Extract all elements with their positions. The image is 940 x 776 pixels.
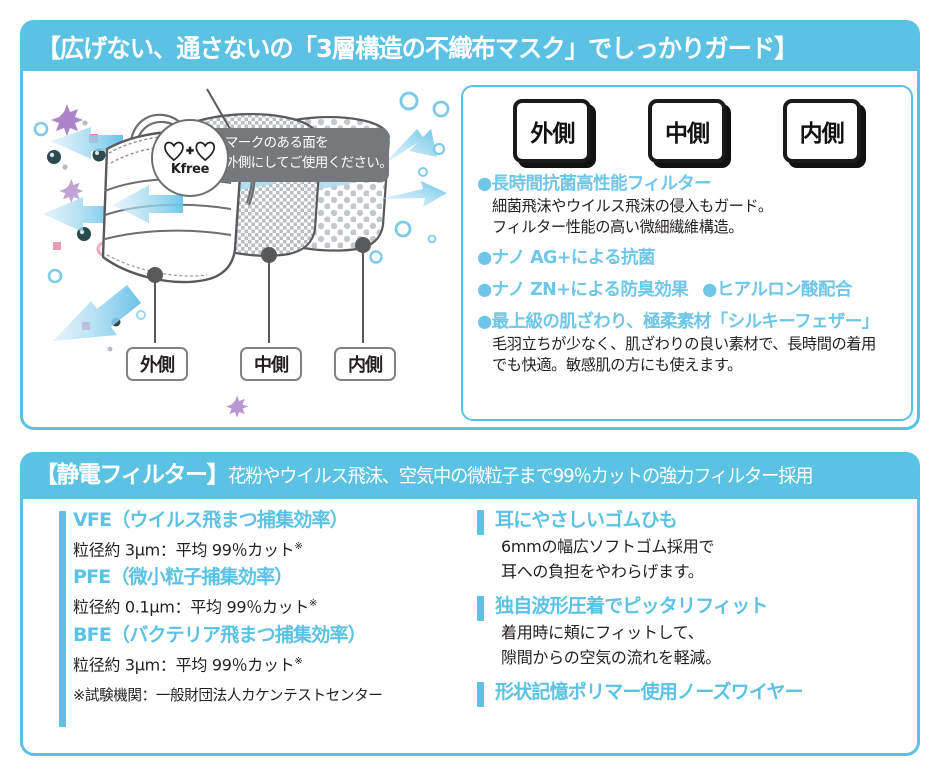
comfort-line: 着用時に頬にフィットして、 xyxy=(501,623,704,642)
comfort-item-nosewire: 形状記憶ポリマー使用ノーズワイヤー xyxy=(477,679,913,707)
feature-card: 外側 中側 内側 ●長時間抗菌高性能フィルター 細菌飛沫やウイルス飛沫の侵入もガ… xyxy=(461,85,913,421)
comfort-title: 独自波形圧着でピッタリフィット xyxy=(495,595,768,617)
feature-item-silky: ●最上級の肌ざわり、極柔素材「シルキーフェザー」 毛羽立ちが少なく、肌ざわりの良… xyxy=(477,311,907,376)
feature-item-ag: ●ナノ AG+による抗菌 xyxy=(477,247,907,270)
feature-title: ●最上級の肌ざわり、極柔素材「シルキーフェザー」 xyxy=(477,312,879,332)
outgoing-airflow-arrows xyxy=(379,129,447,207)
comfort-line: 隙間からの空気の流れを軽減。 xyxy=(501,648,721,667)
layer-chip-inner: 内側 xyxy=(782,99,861,163)
efficiency-spec-column: VFE（ウイルス飛まつ捕集効率） 粒径約 3μm：平均 99％カット※ PFE（… xyxy=(23,507,463,727)
spec-pfe: PFE（微小粒子捕集効率） 粒径約 0.1μm：平均 99％カット※ xyxy=(59,564,463,619)
section-top-header: 【広げない、通さないの「3層構造の不織布マスク」でしっかりガード】 xyxy=(23,23,917,71)
feature-desc-line: 細菌飛沫やウイルス飛沫の侵入もガード。 xyxy=(492,197,773,215)
footnote-mark: ※ xyxy=(294,655,303,667)
kfree-badge-name: Kfree xyxy=(170,162,210,177)
comfort-item-fit: 独自波形圧着でピッタリフィット 着用時に頬にフィットして、 隙間からの空気の流れ… xyxy=(477,593,913,670)
feature-desc-line: 毛羽立ちが少なく、肌ざわりの良い素材で、長時間の着用 xyxy=(492,335,876,353)
comfort-line: 耳への負担をやわらげます。 xyxy=(501,562,704,581)
layer-chip-row: 外側 中側 内側 xyxy=(463,99,911,163)
feature-item-zn: ●ナノ ZN+による防臭効果 ●ヒアルロン酸配合 xyxy=(477,279,907,302)
accent-bar xyxy=(477,510,484,535)
layer-chip-middle: 中側 xyxy=(647,99,726,163)
feature-item-filter: ●長時間抗菌高性能フィルター 細菌飛沫やウイルス飛沫の侵入もガード。 フィルター… xyxy=(477,173,907,238)
feature-title-hyaluronic: ●ヒアルロン酸配合 xyxy=(702,280,852,300)
kfree-badge: Kfree xyxy=(151,119,229,197)
spec-value: 粒径約 0.1μm：平均 99％カット※ xyxy=(73,597,318,617)
spec-value: 粒径約 3μm：平均 99％カット※ xyxy=(73,654,303,674)
spec-vfe: VFE（ウイルス飛まつ捕集効率） 粒径約 3μm：平均 99％カット※ xyxy=(59,507,463,562)
test-institution-footnote: ※試験機関：一般財団法人カケンテストセンター xyxy=(73,686,383,704)
kfree-instruction-bubble: マークのある面を 外側にしてご使用ください。 xyxy=(203,128,393,182)
spec-value: 粒径約 3μm：平均 99％カット※ xyxy=(73,540,303,560)
footnote-mark: ※ xyxy=(294,541,303,552)
feature-title: ●ナノ ZN+による防臭効果 xyxy=(477,280,689,300)
comfort-title: 耳にやさしいゴムひも xyxy=(495,509,678,531)
kfree-instruction-line2: 外側にしてご使用ください。 xyxy=(225,156,393,171)
section-top-title: 【広げない、通さないの「3層構造の不織布マスク」でしっかりガード】 xyxy=(36,34,799,63)
feature-desc-line: でも快適。敏感肌の方にも使えます。 xyxy=(492,356,742,374)
electrostatic-filter-section: 【静電フィルター】 花粉やウイルス飛沫、空気中の微粒子まで99％カットの強力フィ… xyxy=(20,452,920,756)
section-bottom-header: 【静電フィルター】 花粉やウイルス飛沫、空気中の微粒子まで99％カットの強力フィ… xyxy=(23,455,917,499)
feature-list: ●長時間抗菌高性能フィルター 細菌飛沫やウイルス飛沫の侵入もガード。 フィルター… xyxy=(477,173,907,379)
layer-chip-outer: 外側 xyxy=(513,99,592,163)
feature-title: ●長時間抗菌高性能フィルター xyxy=(477,174,712,194)
spec-title: PFE（微小粒子捕集効率） xyxy=(73,566,293,589)
comfort-title: 形状記憶ポリマー使用ノーズワイヤー xyxy=(495,681,804,703)
section-bottom-title: 【静電フィルター】 xyxy=(35,462,230,488)
accent-bar xyxy=(477,596,484,621)
accent-bar xyxy=(477,682,484,707)
section-bottom-subtitle: 花粉やウイルス飛沫、空気中の微粒子まで99％カットの強力フィルター採用 xyxy=(228,465,814,487)
feature-desc-line: フィルター性能の高い微細繊維構造。 xyxy=(492,218,744,236)
two-hearts-plus-icon xyxy=(164,141,216,161)
footnote-mark: ※ xyxy=(309,598,318,610)
kfree-callout: マークのある面を 外側にしてご使用ください。 Kfree xyxy=(151,119,393,197)
mask-label-middle: 中側 xyxy=(240,347,302,381)
comfort-feature-column: 耳にやさしいゴムひも 6mmの幅広ソフトゴム採用で 耳への負担をやわらげます。 … xyxy=(463,507,913,715)
three-layer-mask-section: 【広げない、通さないの「3層構造の不織布マスク」でしっかりガード】 xyxy=(20,20,920,430)
spec-title: VFE（ウイルス飛まつ捕集効率） xyxy=(73,509,349,531)
spec-bfe: BFE（バクテリア飛まつ捕集効率） 粒径約 3μm：平均 99％カット※ xyxy=(59,622,463,677)
mask-label-inner: 内側 xyxy=(334,347,396,381)
accent-bar xyxy=(59,511,66,727)
feature-title: ●ナノ AG+による抗菌 xyxy=(477,248,655,268)
comfort-line: 6mmの幅広ソフトゴム採用で xyxy=(501,537,715,556)
mask-label-outer: 外側 xyxy=(126,347,188,381)
spec-columns: VFE（ウイルス飛まつ捕集効率） 粒径約 3μm：平均 99％カット※ PFE（… xyxy=(23,507,917,727)
incoming-airflow-arrows xyxy=(43,127,141,341)
kfree-instruction-line1: マークのある面を xyxy=(225,136,329,151)
spec-title: BFE（バクテリア飛まつ捕集効率） xyxy=(73,623,367,646)
comfort-item-earloop: 耳にやさしいゴムひも 6mmの幅広ソフトゴム採用で 耳への負担をやわらげます。 xyxy=(477,507,913,584)
